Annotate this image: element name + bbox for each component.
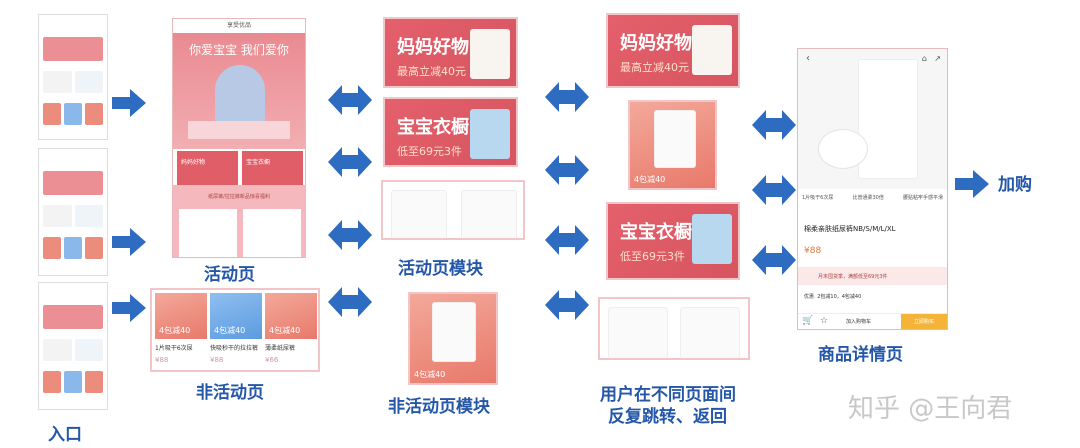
double-arrow-icon (545, 155, 589, 185)
module-product-pair[interactable] (381, 180, 525, 240)
item-tag: 4包减40 (214, 326, 246, 335)
activity-note: 纸尿裤/拉拉裤新品惊喜福利 (208, 194, 270, 200)
module-title: 宝宝衣橱 (397, 117, 469, 138)
user-jump-label-1: 用户在不同页面间 (600, 385, 736, 405)
promo-notice[interactable]: 月末囤货季，满额低至69元3件 (798, 267, 947, 285)
module-title: 妈妈好物 (397, 37, 469, 58)
add-to-cart-label: 加购 (998, 175, 1032, 195)
activity-card-mama[interactable]: 妈妈好物 (177, 151, 238, 185)
item-name[interactable]: 薄柔纸尿裤 (265, 345, 296, 352)
activity-page-phone[interactable]: 享受优品 你爱宝宝 我们爱你 妈妈好物 宝宝衣橱 纸尿裤/拉拉裤新品惊喜福利 (172, 18, 306, 258)
buy-now-button[interactable]: 立即购买 (901, 314, 947, 329)
feature: 腰贴粘牢手感平滑 (902, 195, 943, 201)
feature: 1片吸干6次尿 (802, 195, 834, 201)
double-arrow-icon (328, 287, 372, 317)
non-activity-page-label: 非活动页 (196, 383, 264, 403)
item-name[interactable]: 1片吸干6次尿 (155, 345, 193, 352)
star-icon[interactable]: ☆ (820, 316, 829, 326)
product-name: 棉柔亲肤纸尿裤NB/S/M/L/XL (804, 225, 896, 233)
jump-mama-card[interactable]: 妈妈好物 最高立减40元 (606, 13, 740, 88)
promo-text: 2包减10，4包减40 (817, 294, 862, 300)
arrow-right-icon (112, 228, 146, 256)
module-subtitle: 低至69元3件 (397, 145, 462, 158)
detail-page-label: 商品详情页 (818, 345, 903, 365)
entry-phone-2[interactable] (38, 148, 108, 276)
jump-product-pair[interactable] (598, 297, 750, 360)
cart-icon[interactable]: 🛒 (802, 316, 814, 326)
activity-page-title: 享受优品 (173, 19, 305, 33)
module-subtitle: 最高立减40元 (397, 65, 466, 78)
add-cart-button[interactable]: 加入购物车 (846, 319, 872, 325)
module-baby-card[interactable]: 宝宝衣橱 低至69元3件 (383, 97, 518, 167)
promo-label: 优惠 (804, 294, 815, 300)
module-mama-card[interactable]: 妈妈好物 最高立减40元 (383, 17, 518, 88)
feature: 比普通柔30倍 (852, 195, 884, 201)
jump-product-single[interactable]: 4包减40 (628, 100, 717, 190)
double-arrow-icon (752, 245, 796, 275)
watermark: 知乎 @王向君 (848, 394, 1013, 424)
activity-page-label: 活动页 (204, 265, 255, 285)
share-icon[interactable]: ↗ (934, 54, 941, 63)
module-title: 宝宝衣橱 (620, 222, 692, 243)
module-subtitle: 低至69元3件 (620, 250, 685, 263)
item-price: ¥88 (155, 356, 169, 364)
product-price: ¥88 (804, 246, 822, 256)
non-activity-module-product[interactable]: 4包减40 (408, 292, 498, 385)
arrow-right-icon (955, 170, 989, 198)
double-arrow-icon (545, 290, 589, 320)
module-subtitle: 最高立减40元 (620, 61, 689, 74)
item-name[interactable]: 快吸秒干的拉拉裤 (210, 345, 259, 352)
entry-label: 入口 (48, 425, 82, 445)
module-tag: 4包减40 (634, 175, 666, 184)
arrow-right-icon (112, 89, 146, 117)
non-activity-page: 4包减40 4包减40 4包减40 1片吸干6次尿 快吸秒干的拉拉裤 薄柔纸尿裤… (150, 288, 320, 372)
jump-baby-card[interactable]: 宝宝衣橱 低至69元3件 (606, 202, 740, 280)
item-tag: 4包减40 (159, 326, 191, 335)
activity-headline: 你爱宝宝 我们爱你 (189, 43, 289, 57)
back-icon[interactable]: ‹ (806, 53, 810, 64)
module-title: 妈妈好物 (620, 33, 692, 54)
double-arrow-icon (545, 225, 589, 255)
item-price: ¥66 (265, 356, 279, 364)
user-jump-label-2: 反复跳转、返回 (608, 407, 727, 427)
double-arrow-icon (328, 220, 372, 250)
entry-phone-3[interactable] (38, 282, 108, 410)
module-tag: 4包减40 (414, 370, 446, 379)
home-icon[interactable]: ⌂ (921, 54, 927, 63)
double-arrow-icon (328, 147, 372, 177)
activity-card-baby[interactable]: 宝宝衣橱 (242, 151, 303, 185)
arrow-right-icon (112, 294, 146, 322)
item-tag: 4包减40 (269, 326, 301, 335)
double-arrow-icon (752, 110, 796, 140)
activity-module-label: 活动页模块 (398, 259, 483, 279)
non-activity-module-label: 非活动页模块 (388, 397, 490, 417)
product-detail-phone[interactable]: ‹ ⌂ ↗ 1片吸干6次尿 比普通柔30倍 腰贴粘牢手感平滑 棉柔亲肤纸尿裤NB… (797, 48, 948, 330)
entry-phone-1[interactable] (38, 14, 108, 140)
item-price: ¥88 (210, 356, 224, 364)
double-arrow-icon (328, 85, 372, 115)
double-arrow-icon (752, 175, 796, 205)
double-arrow-icon (545, 82, 589, 112)
